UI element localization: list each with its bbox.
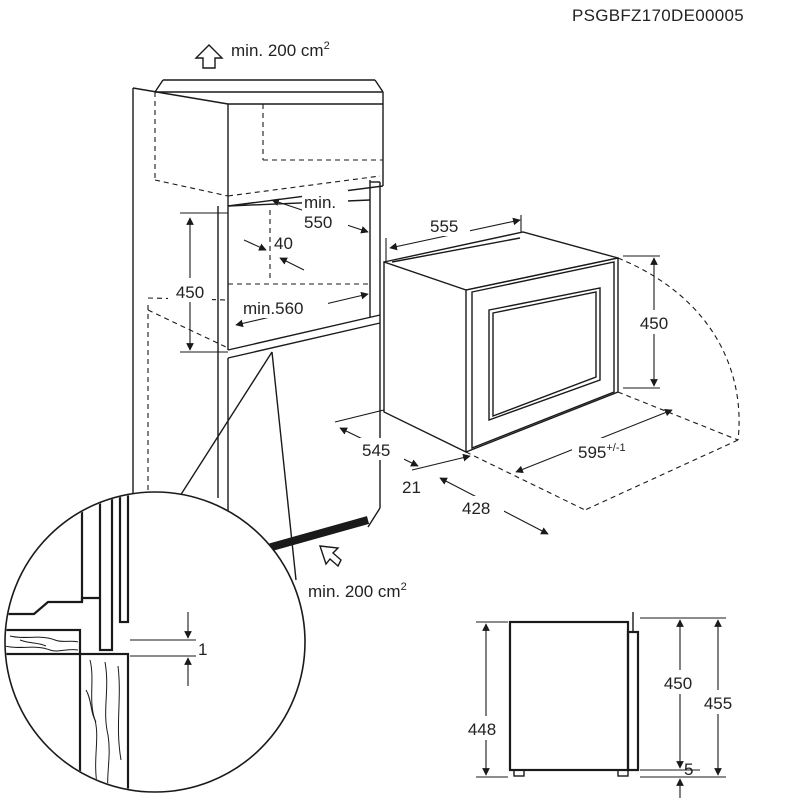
oven-width-label: 595+/-1 — [578, 442, 626, 462]
vent-bottom-label: min. 200 cm2 — [308, 581, 407, 601]
oven-545-label: 545 — [362, 441, 390, 460]
drawing-code: PSGBFZ170DE00005 — [572, 6, 744, 25]
side-448-label: 448 — [468, 720, 496, 739]
niche-min-label: min. — [304, 193, 336, 212]
oven-height-label: 450 — [640, 314, 668, 333]
vent-diagonal-arrow — [318, 545, 342, 568]
side-455-label: 455 — [704, 694, 732, 713]
vent-up-arrow — [194, 44, 224, 69]
niche-40-label: 40 — [274, 234, 293, 253]
niche-width-label: min.560 — [243, 299, 303, 318]
detail-view: 1 — [4, 351, 306, 793]
niche-depth-label: 550 — [304, 213, 332, 232]
oven-428-label: 428 — [462, 499, 490, 518]
side-view — [508, 612, 640, 777]
oven-depth-label: 555 — [430, 217, 458, 236]
side-450-label: 450 — [664, 674, 692, 693]
niche-height-label: 450 — [176, 283, 204, 302]
detail-gap-label: 1 — [198, 640, 207, 659]
oven-21-label: 21 — [402, 478, 421, 497]
oven — [383, 231, 619, 454]
side-5-label: 5 — [684, 760, 693, 779]
vent-top-label: min. 200 cm2 — [231, 40, 330, 60]
